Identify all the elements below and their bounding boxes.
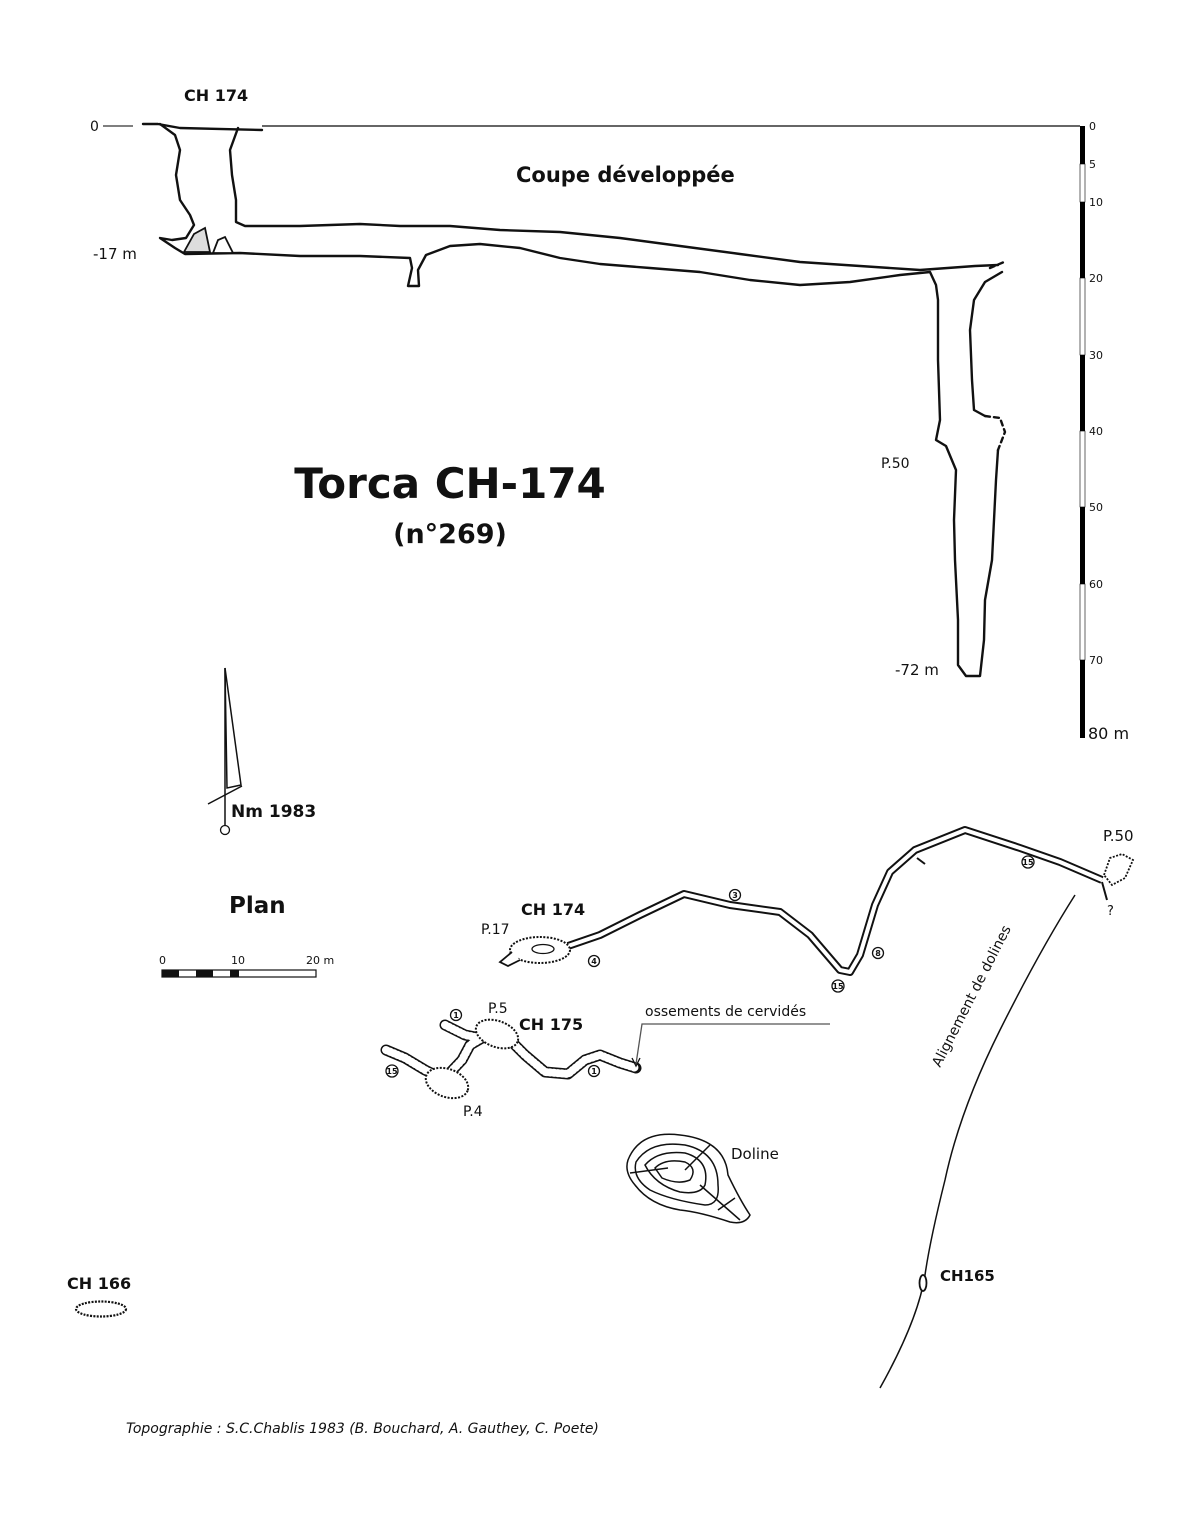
cave-title: Torca CH-174 — [294, 459, 606, 508]
north-label: Nm 1983 — [231, 802, 316, 822]
cave-number: (n°269) — [393, 519, 507, 550]
depth-tick-30: 30 — [1089, 349, 1103, 362]
unexplored-question-mark: ? — [1107, 904, 1114, 919]
ch174-plan-label: CH 174 — [521, 900, 585, 919]
depth-tick-70: 70 — [1089, 654, 1103, 667]
ch174-plan: CH 174 P.17 P.50 ? 4 3 15 8 15 — [481, 826, 1135, 993]
p4-label: P.4 — [463, 1104, 483, 1120]
section-entrance-label: CH 174 — [184, 86, 248, 105]
station-number: 1 — [453, 1011, 459, 1020]
depth-tick-60: 60 — [1089, 578, 1103, 591]
depth-17-label: -17 m — [93, 245, 137, 263]
station-number: 8 — [875, 949, 881, 958]
pitch-p50-label: P.50 — [881, 456, 910, 472]
north-arrow: Nm 1983 — [207, 667, 316, 836]
sediment-heap — [182, 226, 212, 253]
depth-tick-40: 40 — [1089, 425, 1103, 438]
doline-alignment: Alignement de dolines CH165 — [879, 894, 1076, 1389]
scale-label-20: 20 m — [306, 954, 334, 967]
plan-title: Plan — [229, 893, 286, 919]
station-number: 15 — [386, 1067, 398, 1076]
depth-tick-50: 50 — [1089, 501, 1103, 514]
ch175-label: CH 175 — [519, 1015, 583, 1034]
shaft-unexplored — [983, 414, 1007, 452]
alignment-label: Alignement de dolines — [929, 923, 1014, 1070]
credits: Topographie : S.C.Chablis 1983 (B. Bouch… — [126, 1421, 599, 1437]
depth-tick-10: 10 — [1089, 196, 1103, 209]
section-title: Coupe développée — [516, 163, 735, 187]
doline: Doline — [626, 1133, 779, 1224]
doline-label: Doline — [731, 1145, 779, 1163]
zero-label: 0 — [90, 119, 99, 135]
depth-tick-80: 80 m — [1088, 724, 1129, 743]
depth-tick-20: 20 — [1089, 272, 1103, 285]
cave-outline-floor — [158, 122, 1000, 678]
plan-scale-bar: 0 10 20 m — [159, 954, 334, 978]
station-number: 15 — [1022, 858, 1034, 867]
bones-annotation: ossements de cervidés — [645, 1004, 806, 1020]
boulder-heap — [211, 235, 235, 254]
p17-label: P.17 — [481, 922, 510, 938]
shaft-right-wall — [968, 270, 1004, 418]
station-number: 15 — [832, 982, 844, 991]
depth-tick-5: 5 — [1089, 158, 1096, 171]
scale-label-0: 0 — [159, 954, 166, 967]
depth-scale: 0 5 10 20 30 40 50 60 70 80 m — [1079, 120, 1129, 743]
gallery-unexplored — [988, 260, 1006, 270]
station-number: 4 — [591, 957, 597, 966]
ground-surface — [141, 122, 264, 132]
scale-label-10: 10 — [231, 954, 245, 967]
station-number: 1 — [591, 1067, 597, 1076]
section-view: CH 174 0 Coupe développée -17 m P.50 -72… — [90, 86, 1080, 679]
station-number: 3 — [732, 891, 738, 900]
ch175-plan: P.5 P.4 CH 175 1 15 1 ossements de cervi… — [380, 1001, 830, 1120]
p50-plan-label: P.50 — [1103, 827, 1134, 845]
ch166: CH 166 — [67, 1274, 131, 1318]
p5-label: P.5 — [488, 1001, 508, 1017]
ch165-label: CH165 — [940, 1267, 995, 1285]
depth-tick-0: 0 — [1089, 120, 1096, 133]
ch166-label: CH 166 — [67, 1274, 131, 1293]
cave-outline-ceiling — [228, 126, 1000, 272]
depth-72-label: -72 m — [895, 661, 939, 679]
